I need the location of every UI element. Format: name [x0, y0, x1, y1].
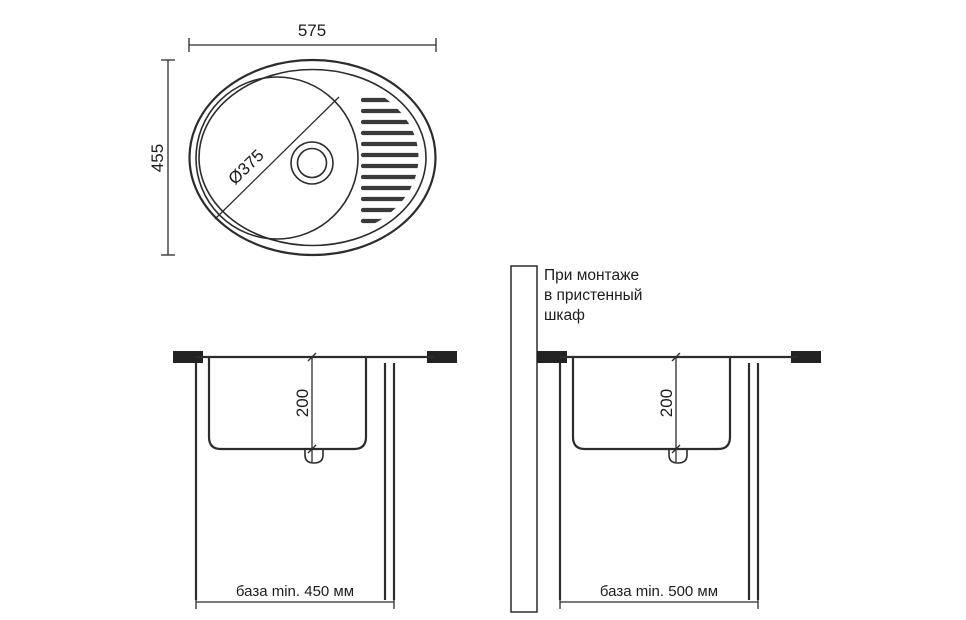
- countertop-left-block: [173, 351, 203, 363]
- height-dimension-label: 455: [148, 144, 167, 172]
- drain-trap: [304, 449, 324, 464]
- bowl-diameter-line: [214, 96, 340, 220]
- drain-trap: [668, 449, 688, 464]
- section-left: 200 база min. 450 мм: [173, 351, 457, 609]
- wall-cabinet-panel: [510, 265, 538, 613]
- section-right: При монтаже в пристенный шкаф 200 база m…: [510, 265, 821, 613]
- width-dimension: 575: [188, 21, 437, 52]
- base-dimension-label: база min. 450 мм: [236, 583, 354, 600]
- bowl-profile: [571, 357, 732, 451]
- depth-dimension-tick-top: [307, 352, 317, 362]
- base-dimension: база min. 500 мм: [559, 583, 759, 609]
- width-dimension-label: 575: [298, 21, 326, 40]
- depth-dimension-tick-bottom: [671, 444, 681, 454]
- sink-rim: [198, 68, 427, 247]
- drain-inner-circle: [296, 147, 328, 179]
- countertop-right-block: [791, 351, 821, 363]
- depth-dimension-label: 200: [657, 389, 676, 417]
- mounting-note-line-3: шкаф: [544, 307, 585, 324]
- depth-dimension-tick-top: [671, 352, 681, 362]
- mounting-note: При монтаже в пристенный шкаф: [544, 267, 642, 324]
- height-dimension: 455: [148, 59, 175, 256]
- countertop-right-block: [427, 351, 457, 363]
- top-view: 575 455 Ø375: [148, 21, 437, 257]
- depth-dimension: 200: [293, 352, 317, 462]
- bowl-circle: [195, 76, 359, 240]
- drain-outer-circle: [290, 141, 334, 185]
- depth-dimension: 200: [657, 352, 681, 462]
- drainboard-ribs: [360, 97, 419, 224]
- mounting-note-line-1: При монтаже: [544, 267, 639, 284]
- base-dimension: база min. 450 мм: [195, 583, 395, 609]
- cabinet-right-panel-lines: [383, 363, 396, 600]
- bowl-profile: [207, 357, 368, 451]
- depth-dimension-label: 200: [293, 389, 312, 417]
- bowl-diameter-label: Ø375: [225, 146, 268, 189]
- sink-outline: [188, 58, 437, 257]
- cabinet-right-panel-lines: [747, 363, 760, 600]
- countertop-left-block: [537, 351, 567, 363]
- mounting-note-line-2: в пристенный: [544, 287, 642, 304]
- depth-dimension-tick-bottom: [307, 444, 317, 454]
- base-dimension-label: база min. 500 мм: [600, 583, 718, 600]
